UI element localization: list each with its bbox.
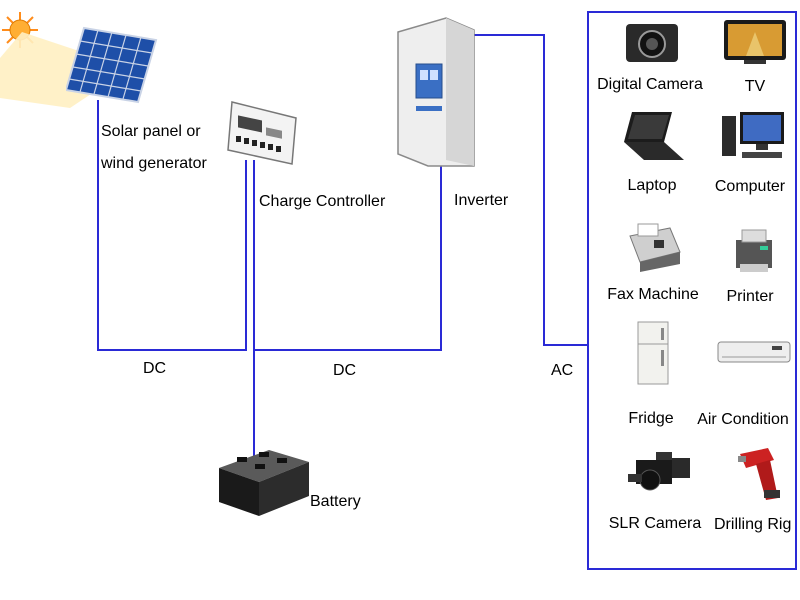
appliance-label-printer: Printer: [726, 288, 774, 305]
appliance-label-laptop: Laptop: [627, 177, 677, 194]
fax-machine-icon: [629, 223, 681, 272]
digital-camera-icon: [626, 24, 678, 62]
appliance-label-fax-machine: Fax Machine: [607, 286, 699, 303]
dc-label-right: DC: [333, 362, 357, 379]
drilling-rig-icon: [738, 448, 780, 500]
fridge-icon: [637, 321, 669, 385]
solar-label-line1: Solar panel or: [101, 123, 201, 140]
dc-wire-controller-to-inverter: [253, 160, 442, 351]
slr-camera-icon: [628, 452, 690, 491]
air-conditioner-icon: [717, 341, 791, 363]
ac-label: AC: [551, 362, 574, 379]
laptop-icon: [624, 112, 684, 160]
battery-icon: [219, 450, 309, 516]
tv-icon: [724, 20, 786, 64]
computer-icon: [722, 112, 784, 158]
solar-label-line2: wind generator: [101, 155, 207, 172]
charge-controller-label: Charge Controller: [259, 193, 386, 210]
appliance-label-tv: TV: [744, 78, 766, 95]
dc-wire-solar-to-controller: [97, 100, 247, 351]
ac-wire-inverter-to-loads: [455, 34, 588, 346]
charge-controller-icon: [227, 101, 297, 165]
appliance-label-fridge: Fridge: [628, 410, 674, 427]
printer-icon: [736, 229, 772, 272]
solar-panel-icon: [66, 26, 158, 104]
appliance-label-drilling-rig: Drilling Rig: [714, 516, 792, 533]
battery-label: Battery: [310, 493, 361, 510]
dc-label-left: DC: [143, 360, 167, 377]
appliance-label-computer: Computer: [714, 178, 786, 195]
appliances-box: [587, 11, 797, 570]
appliance-label-digital-camera: Digital Camera: [597, 76, 703, 93]
inverter-icon: [397, 17, 475, 167]
inverter-label: Inverter: [454, 192, 509, 209]
appliance-label-slr-camera: SLR Camera: [608, 515, 702, 532]
appliance-label-air-condition: Air Condition: [697, 411, 789, 428]
